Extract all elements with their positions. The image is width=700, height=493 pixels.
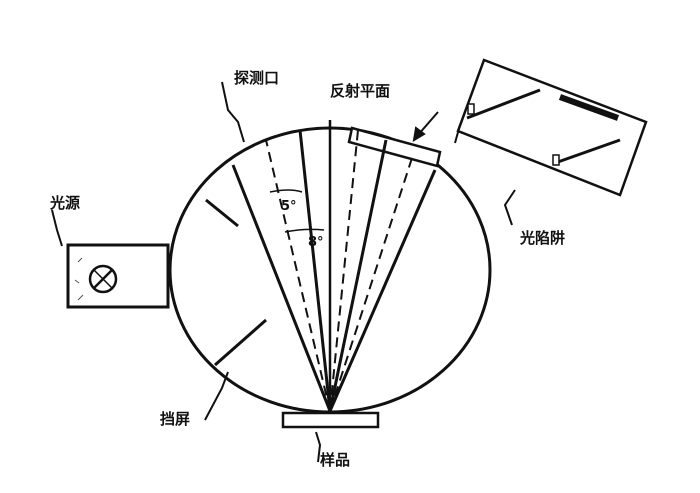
- label-reflect-plane: 反射平面: [330, 82, 390, 100]
- baffle-upper: [205, 198, 239, 228]
- ray-solid: [231, 164, 332, 412]
- leader-lines: [51, 81, 516, 463]
- leader-baffle: [204, 371, 229, 421]
- sample-plate: [281, 411, 380, 429]
- leader-sample: [315, 431, 322, 463]
- angle-arc-8: [284, 228, 325, 233]
- light-source: [66, 243, 170, 309]
- ray-dashed: [265, 139, 331, 412]
- ray-solid: [328, 169, 437, 412]
- label-baffle: 挡屏: [160, 410, 190, 428]
- ray-fan: [231, 120, 437, 412]
- leader-light-trap: [503, 189, 516, 226]
- ray-solid: [328, 139, 388, 412]
- label-light-source: 光源: [49, 194, 80, 212]
- light-trap: [454, 58, 648, 197]
- label-sample: 样品: [320, 451, 350, 469]
- label-detection-port: 探测口: [234, 69, 279, 87]
- reflection-plane: [347, 126, 442, 168]
- leader-detection-port: [221, 81, 245, 143]
- ray-dashed: [329, 157, 413, 412]
- angle-label-5: 5°: [281, 199, 297, 214]
- ray-dashed: [329, 129, 359, 412]
- ray-solid: [298, 129, 332, 412]
- baffle-lower: [214, 318, 267, 367]
- label-light-trap: 光陷阱: [519, 229, 565, 247]
- leader-light-source: [51, 209, 63, 247]
- light-source-housing: [66, 243, 170, 309]
- angle-label-8: 8°: [308, 235, 324, 250]
- angle-arc-5: [269, 189, 303, 193]
